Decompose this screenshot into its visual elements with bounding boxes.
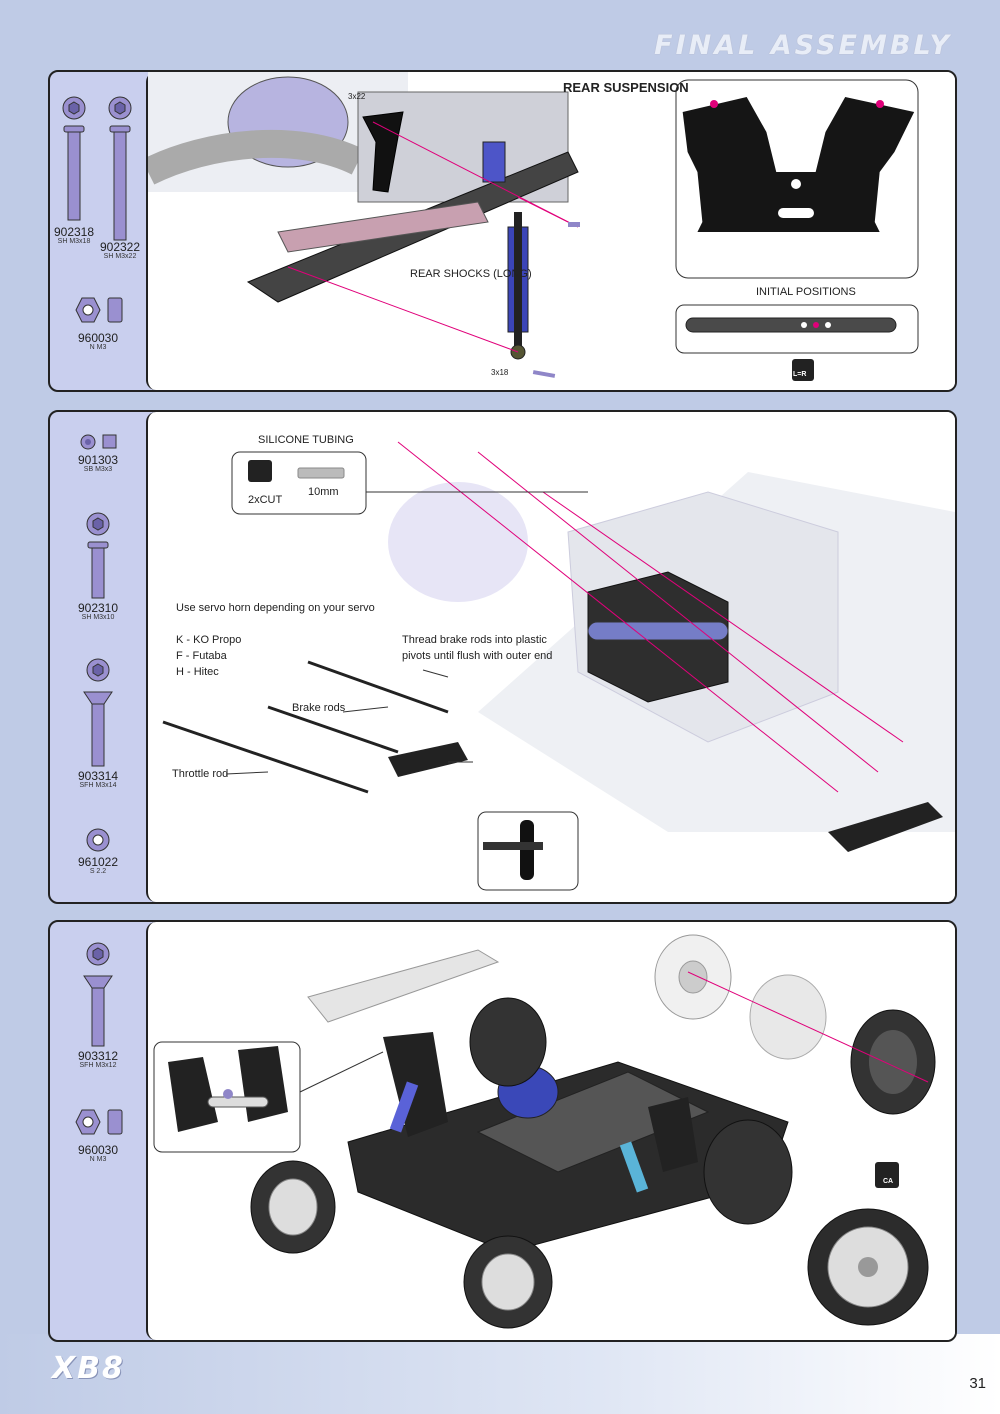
car-assembly-illustration [153,934,936,1329]
part-desc: SFH M3x14 [79,782,117,789]
countersunk-screw-icon [83,658,113,767]
countersunk-screw-icon [83,942,113,1047]
brand-logo: XB8 [52,1351,125,1386]
parts-column: 902318 SH M3x18 902322 SH M3x22 960030 N… [50,72,146,390]
part-961022: 961022 S 2.2 [50,828,146,876]
servo-horn-note: Use servo horn depending on your servo [176,602,375,614]
part-desc: SFH M3x12 [79,1062,117,1069]
screw-size-label: 3x22 [348,92,366,101]
part-desc: SH M3x18 [57,238,91,245]
part-desc: N M3 [89,1156,107,1163]
part-desc: SH M3x10 [81,614,115,621]
throttle-rod-label: Throttle rod [172,768,229,780]
part-desc: SB M3x3 [83,466,113,473]
part-code: 901303 [77,453,119,467]
cut-quantity-label: 2xCUT [248,494,283,506]
panel-rear-suspension: 902318 SH M3x18 902322 SH M3x22 960030 N… [48,70,957,392]
silicone-tubing-label: SILICONE TUBING [258,434,354,446]
set-screw-icon [80,434,117,450]
part-code: 902318 [53,225,95,239]
part-901303: 901303 SB M3x3 [50,432,146,474]
rear-shocks-label: REAR SHOCKS (LONG) [410,268,532,280]
part-902322: 902322 SH M3x22 [96,96,144,261]
footer-band [0,1334,1000,1414]
thread-note-line1: Thread brake rods into plastic [402,634,547,646]
parts-column: 903312 SFH M3x12 960030 N M3 [50,922,146,1340]
nut-icon [75,1109,123,1135]
screw-icon [108,96,132,241]
panel-main: CA [146,922,955,1340]
part-desc: SH M3x22 [103,253,137,260]
panel-wheels-wing: 903312 SFH M3x12 960030 N M3 [48,920,957,1342]
servo-brand-hitec: H - Hitec [176,666,219,678]
page-number: 31 [969,1375,986,1392]
rear-suspension-illustration [148,72,919,381]
part-960030: 960030 N M3 [50,1106,146,1164]
screw-icon [86,512,110,599]
part-desc: S 2.2 [89,868,107,875]
left-right-icon: L=R [793,371,807,378]
part-code: 902310 [77,601,119,615]
tube-length-label: 10mm [308,486,339,498]
nut-icon [75,297,123,323]
brake-rods-label: Brake rods [292,702,346,714]
page-title: FINAL ASSEMBLY [654,30,952,61]
servo-brand-ko: K - KO Propo [176,634,242,646]
part-902310: 902310 SH M3x10 [50,512,146,622]
servo-brand-futaba: F - Futaba [176,650,227,662]
part-code: 903314 [77,769,119,783]
part-code: 960030 [77,1143,119,1157]
part-code: 903312 [77,1049,119,1063]
part-code: 902322 [99,240,141,254]
ca-glue-icon: CA [883,1178,894,1185]
part-903314: 903314 SFH M3x14 [50,658,146,790]
parts-column: 901303 SB M3x3 902310 SH M3x10 903314 SF… [50,412,146,902]
section-title-rear-suspension: REAR SUSPENSION [563,80,689,95]
thread-note-line2: pivots until flush with outer end [402,650,553,662]
panel-brake-throttle: 901303 SB M3x3 902310 SH M3x10 903314 SF… [48,410,957,904]
brake-throttle-illustration [162,441,955,891]
initial-positions-label: INITIAL POSITIONS [756,286,856,298]
panel-main: 3x22 REAR SUSPENSION REAR SHOCKS (LONG) … [146,72,955,390]
screw-icon [62,96,86,221]
part-902318: 902318 SH M3x18 [50,96,98,246]
part-desc: N M3 [89,344,107,351]
screw-size-label: 3x18 [491,368,509,377]
panel-main: SILICONE TUBING 2xCUT 10mm Use servo hor… [146,412,955,902]
part-960030: 960030 N M3 [50,294,146,352]
washer-icon [86,828,110,852]
part-code: 960030 [77,331,119,345]
part-903312: 903312 SFH M3x12 [50,942,146,1070]
part-code: 961022 [77,855,119,869]
